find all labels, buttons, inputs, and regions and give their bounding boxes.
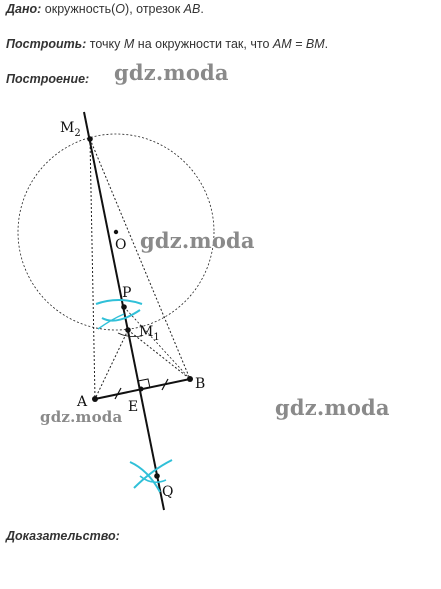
arc-q-1 bbox=[129, 461, 161, 493]
point-p bbox=[121, 304, 127, 310]
point-m1 bbox=[125, 327, 131, 333]
watermark: gdz.moda bbox=[275, 395, 390, 420]
label-a: A bbox=[76, 394, 88, 410]
construct-m: M bbox=[123, 37, 135, 51]
construction-line: Построение: bbox=[6, 72, 89, 86]
label-b: B bbox=[195, 376, 205, 392]
arc-q-2 bbox=[133, 459, 173, 489]
bisector-line bbox=[83, 111, 165, 511]
proof-label: Доказательство: bbox=[6, 529, 120, 543]
arc-p-3 bbox=[97, 313, 125, 330]
construct-text-2: на окружности так, что bbox=[134, 37, 273, 51]
dotted-p-b bbox=[123, 306, 191, 380]
given-line: Дано: окружность(O), отрезок AB. bbox=[6, 2, 204, 16]
dotted-m1-b bbox=[127, 329, 191, 380]
point-q bbox=[154, 473, 160, 479]
label-m1: M1 bbox=[139, 324, 160, 343]
point-m2 bbox=[87, 136, 93, 142]
tick-ae bbox=[114, 387, 122, 400]
watermark: gdz.moda bbox=[40, 408, 123, 426]
label-e: E bbox=[128, 399, 138, 415]
watermark: gdz.moda bbox=[114, 60, 229, 85]
given-text-3: . bbox=[200, 2, 204, 16]
proof-line: Доказательство: bbox=[6, 529, 120, 543]
label-q: Q bbox=[162, 484, 173, 500]
dotted-m1-a bbox=[94, 329, 129, 400]
arc-q-3 bbox=[139, 475, 167, 484]
arc-m1-small bbox=[117, 332, 143, 337]
given-o: O bbox=[115, 2, 126, 16]
point-a bbox=[92, 396, 98, 402]
circle-o bbox=[17, 133, 215, 331]
point-b bbox=[187, 376, 193, 382]
arc-p-1 bbox=[95, 299, 143, 305]
given-label: Дано: bbox=[6, 2, 42, 16]
given-text-1: окружность( bbox=[41, 2, 116, 16]
tick-eb bbox=[161, 378, 169, 391]
construct-text-3: . bbox=[324, 37, 329, 51]
label-o: O bbox=[115, 237, 126, 253]
construct-eq: AM = BM bbox=[272, 37, 325, 51]
watermark: gdz.moda bbox=[140, 228, 255, 253]
label-p: P bbox=[122, 285, 131, 301]
arc-p-2 bbox=[101, 309, 141, 322]
construct-label: Построить: bbox=[6, 37, 87, 51]
given-text-2: ), отрезок bbox=[125, 2, 184, 16]
point-e bbox=[138, 386, 144, 392]
given-ab: AB bbox=[183, 2, 201, 16]
construction-label: Построение: bbox=[6, 72, 90, 86]
construct-text-1: точку bbox=[86, 37, 124, 51]
label-m2: M2 bbox=[60, 120, 81, 139]
right-angle-mark bbox=[137, 378, 151, 389]
dotted-m2-a bbox=[89, 138, 96, 400]
point-o bbox=[113, 229, 119, 235]
construct-line: Построить: точку M на окружности так, чт… bbox=[6, 37, 328, 51]
dotted-m2-b bbox=[89, 138, 191, 380]
